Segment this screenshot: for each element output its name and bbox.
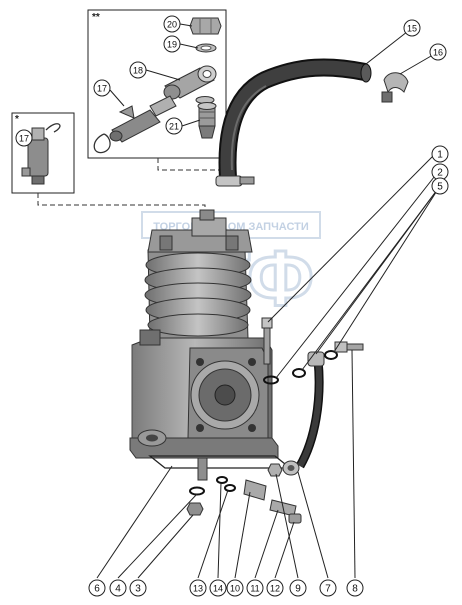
part-5-oring-a (292, 368, 306, 378)
part-13-washer (224, 484, 236, 492)
part-8-bolt (334, 341, 364, 353)
callout-c8: 8 (346, 579, 364, 597)
callout-c16: 16 (429, 43, 447, 61)
callout-c21: 21 (165, 117, 183, 135)
part-7-tube (296, 359, 324, 469)
callout-circle (15, 129, 33, 147)
callout-circle (346, 579, 364, 597)
callout-circle (226, 579, 244, 597)
part-5-oring-b (324, 350, 338, 360)
callout-c20: 20 (163, 15, 181, 33)
callout-label: 17 (97, 84, 107, 94)
callout-label: 13 (193, 584, 203, 594)
callout-label: 2 (437, 168, 443, 179)
callout-circle (109, 579, 127, 597)
callout-label: 15 (407, 24, 417, 34)
callout-label: 3 (135, 584, 141, 595)
callout-label: 14 (213, 584, 223, 594)
callout-label: 18 (133, 66, 143, 76)
callout-c17a: 17 (93, 79, 111, 97)
callout-c13: 13 (189, 579, 207, 597)
part-hose-clamp-upper (215, 175, 255, 187)
callout-circle (88, 579, 106, 597)
callout-c1: 1 (431, 145, 449, 163)
callout-c18: 18 (129, 61, 147, 79)
callout-circle (163, 15, 181, 33)
callout-c19: 19 (163, 35, 181, 53)
callout-circle (189, 579, 207, 597)
part-17-valve (93, 95, 177, 154)
callout-circle (431, 177, 449, 195)
callout-c3: 3 (129, 579, 147, 597)
callout-label: 20 (167, 20, 177, 30)
part-9-nut (267, 463, 283, 477)
callout-circle (289, 579, 307, 597)
callout-label: 12 (270, 584, 280, 594)
part-18-fitting (163, 65, 217, 100)
callout-c11: 11 (246, 579, 264, 597)
callout-circle (165, 117, 183, 135)
callout-c10: 10 (226, 579, 244, 597)
callout-circle (129, 579, 147, 597)
inset-double-star-label: ** (92, 12, 100, 23)
part-4-oring (189, 486, 205, 496)
callout-c4: 4 (109, 579, 127, 597)
callout-circle (93, 79, 111, 97)
callout-label: 1 (437, 150, 443, 161)
callout-c17b: 17 (15, 129, 33, 147)
callout-label: 9 (295, 584, 301, 595)
part-12-bushing (288, 513, 302, 524)
callout-circle (429, 43, 447, 61)
callout-circle (403, 19, 421, 37)
part-2-oring (263, 375, 279, 385)
callout-label: 5 (437, 182, 443, 193)
part-1-bolt (261, 317, 273, 365)
callout-c7: 7 (319, 579, 337, 597)
part-lower-fitting (282, 460, 300, 476)
callout-label: 6 (94, 584, 100, 595)
part-compressor-assembly (129, 209, 292, 481)
callout-circle (129, 61, 147, 79)
part-21-valve-seat (197, 102, 217, 139)
part-17-alt-valve (21, 123, 61, 185)
part-19-washer (195, 43, 217, 53)
callout-c12: 12 (266, 579, 284, 597)
part-20-cap-nut (189, 17, 222, 35)
callout-circle (319, 579, 337, 597)
callout-label: 4 (115, 584, 121, 595)
callout-c9: 9 (289, 579, 307, 597)
part-3-plug (186, 502, 204, 516)
callout-circle (246, 579, 264, 597)
callout-label: 7 (325, 584, 331, 595)
inset-leader-dashed (37, 193, 206, 218)
leader-lines (96, 23, 441, 579)
part-15-hose (218, 58, 372, 179)
callout-label: 17 (19, 134, 29, 144)
callout-label: 21 (169, 122, 179, 132)
callout-circle (431, 145, 449, 163)
callout-circle (163, 35, 181, 53)
callout-c5: 5 (431, 177, 449, 195)
callout-label: 8 (352, 584, 358, 595)
cylinder-fins (144, 252, 252, 337)
callout-label: 11 (250, 584, 259, 594)
part-10-bracket (243, 479, 267, 501)
callout-label: 10 (230, 584, 240, 594)
callout-c14: 14 (209, 579, 227, 597)
inset-leader-dashed-2 (157, 158, 223, 182)
callout-label: 19 (167, 40, 177, 50)
part-16-clamp (381, 72, 409, 103)
callout-circle (209, 579, 227, 597)
callout-c6: 6 (88, 579, 106, 597)
callout-circle (266, 579, 284, 597)
part-14-washer (216, 476, 228, 484)
callout-label: 16 (433, 48, 443, 58)
inset-single-star-label: * (15, 114, 19, 125)
callout-c15: 15 (403, 19, 421, 37)
